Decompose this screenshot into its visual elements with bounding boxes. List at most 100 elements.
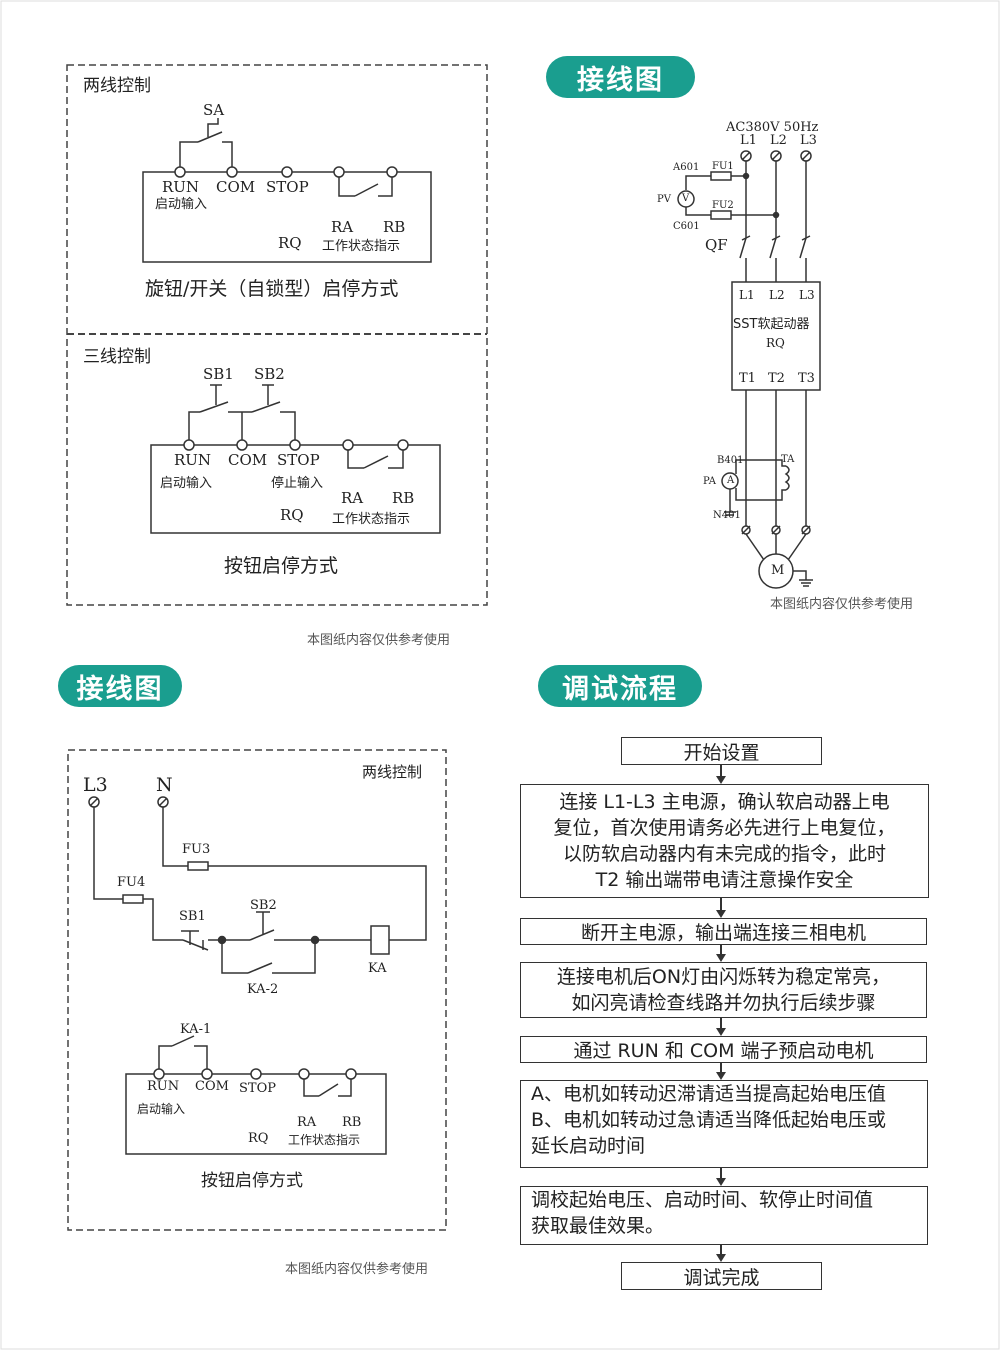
run-input-label: 启动输入 (155, 197, 208, 212)
current-transformer-ta: TA (781, 454, 795, 465)
relay-circuit-caption: 按钮启停方式 (201, 1171, 303, 1191)
contact-ka1: KA-1 (180, 1022, 212, 1037)
flow-step-5-line-2: B、电机如转动过急请适当降低起始电压或 (531, 1109, 887, 1131)
status-indicator-label: 工作状态指示 (322, 239, 401, 254)
terminal-ra: RA (331, 218, 354, 236)
control-frame-top (66, 64, 488, 606)
output-t3: T3 (798, 371, 815, 386)
contact-ka2: KA-2 (247, 982, 279, 997)
input-l2: L2 (769, 288, 785, 302)
soft-starter-rq: RQ (766, 336, 785, 350)
flow-step-6-line-2: 获取最佳效果。 (531, 1215, 665, 1237)
phase-l1: L1 (740, 133, 757, 148)
supply-label: AC380V 50Hz (726, 120, 819, 135)
button-sb2: SB2 (250, 898, 277, 913)
device-rq-relay: RQ (248, 1131, 269, 1146)
fuse-fu1: FU1 (712, 161, 734, 172)
wire-b401: B401 (717, 455, 744, 466)
disclaimer-note-1: 本图纸内容仅供参考使用 (307, 633, 451, 648)
relay-circuit-title: 两线控制 (362, 763, 423, 781)
terminal-l3: L3 (83, 774, 108, 796)
breaker-qf: QF (705, 236, 728, 254)
three-wire-circuit (150, 384, 441, 534)
flow-end: 调试完成 (621, 1262, 822, 1290)
motor-m: M (771, 563, 785, 578)
flow-step-1-line-3: 以防软启动器内有未完成的指令，此时 (562, 843, 886, 865)
run-input-label-3w: 启动输入 (160, 476, 213, 491)
flow-step-1-line-4: T2 输出端带电请注意操作安全 (595, 869, 854, 891)
button-label-sb1: SB1 (203, 365, 234, 383)
section-title-wiring-2: 接线图 (58, 665, 182, 707)
flow-step-5: A、电机如转动迟滞请适当提高起始电压值 B、电机如转动过急请适当降低起始电压或 … (520, 1080, 928, 1168)
input-l3: L3 (799, 288, 815, 302)
two-wire-caption: 旋钮/开关（自锁型）启停方式 (145, 278, 399, 300)
flow-step-1-line-1: 连接 L1-L3 主电源，确认软启动器上电 (559, 791, 890, 813)
status-indicator-label-relay: 工作状态指示 (288, 1133, 361, 1147)
flow-start: 开始设置 (621, 737, 822, 765)
flow-step-6: 调校起始电压、启动时间、软停止时间值 获取最佳效果。 (520, 1186, 928, 1245)
flow-step-3-line-2: 如闪亮请检查线路并勿执行后续步骤 (571, 992, 876, 1014)
flow-arrows (716, 765, 726, 1262)
terminal-com-3w: COM (228, 451, 268, 469)
three-wire-caption: 按钮启停方式 (224, 555, 339, 577)
disclaimer-note-2: 本图纸内容仅供参考使用 (770, 597, 914, 612)
soft-starter-label: SST软起动器 (733, 317, 810, 332)
fuse-fu3: FU3 (182, 842, 211, 857)
terminal-rb-relay: RB (342, 1115, 362, 1130)
relay-circuit (88, 796, 427, 1155)
voltmeter-symbol: V (682, 193, 690, 204)
two-wire-circuit (142, 118, 432, 263)
button-label-sb2: SB2 (254, 365, 285, 383)
ammeter-symbol: A (727, 475, 735, 486)
device-rq-3w: RQ (280, 506, 304, 524)
flow-step-2: 断开主电源，输出端连接三相电机 (520, 918, 927, 945)
button-sb1: SB1 (179, 909, 206, 924)
stop-input-label-3w: 停止输入 (271, 476, 324, 491)
input-l1: L1 (739, 288, 755, 302)
two-wire-title: 两线控制 (83, 76, 151, 96)
flow-step-4: 通过 RUN 和 COM 端子预启动电机 (520, 1036, 927, 1063)
flow-step-3-line-1: 连接电机后ON灯由闪烁转为稳定常亮， (556, 966, 891, 988)
flow-step-3: 连接电机后ON灯由闪烁转为稳定常亮， 如闪亮请检查线路并勿执行后续步骤 (520, 962, 927, 1018)
disclaimer-note-3: 本图纸内容仅供参考使用 (285, 1262, 429, 1277)
phase-l2: L2 (770, 133, 787, 148)
terminal-run-relay: RUN (147, 1079, 180, 1094)
voltmeter-pv: PV (657, 194, 671, 205)
relay-coil-ka: KA (368, 961, 387, 976)
terminal-com-relay: COM (195, 1079, 229, 1094)
phase-l3: L3 (800, 133, 817, 148)
output-t1: T1 (739, 371, 756, 386)
relay-control-frame (67, 749, 447, 1231)
flow-step-6-line-1: 调校起始电压、启动时间、软停止时间值 (531, 1189, 874, 1211)
terminal-stop: STOP (266, 178, 309, 196)
terminal-n: N (156, 774, 173, 796)
fuse-fu4: FU4 (117, 875, 146, 890)
device-rq: RQ (278, 234, 302, 252)
flow-step-1-line-2: 复位，首次使用请务必先进行上电复位， (553, 817, 896, 839)
ammeter-pa: PA (703, 476, 717, 487)
flow-step-1: 连接 L1-L3 主电源，确认软启动器上电 复位，首次使用请务必先进行上电复位，… (520, 784, 929, 898)
status-indicator-label-3w: 工作状态指示 (332, 512, 411, 527)
terminal-run-3w: RUN (174, 451, 212, 469)
flow-step-5-line-1: A、电机如转动迟滞请适当提高起始电压值 (531, 1083, 886, 1105)
terminal-ra-relay: RA (297, 1115, 317, 1130)
wire-n401: N401 (713, 510, 741, 521)
terminal-ra-3w: RA (341, 489, 364, 507)
switch-label-sa: SA (203, 101, 225, 119)
terminal-rb: RB (383, 218, 406, 236)
section-title-flow: 调试流程 (538, 665, 702, 707)
three-wire-title: 三线控制 (83, 347, 151, 367)
terminal-rb-3w: RB (392, 489, 415, 507)
flow-step-5-line-3: 延长启动时间 (531, 1135, 646, 1157)
run-input-label-relay: 启动输入 (137, 1102, 186, 1116)
output-t2: T2 (768, 371, 785, 386)
terminal-com: COM (216, 178, 256, 196)
fuse-fu2: FU2 (712, 200, 734, 211)
main-power-circuit (677, 150, 821, 589)
terminal-stop-relay: STOP (239, 1081, 276, 1096)
terminal-run: RUN (162, 178, 200, 196)
section-title-wiring-1: 接线图 (546, 56, 695, 98)
